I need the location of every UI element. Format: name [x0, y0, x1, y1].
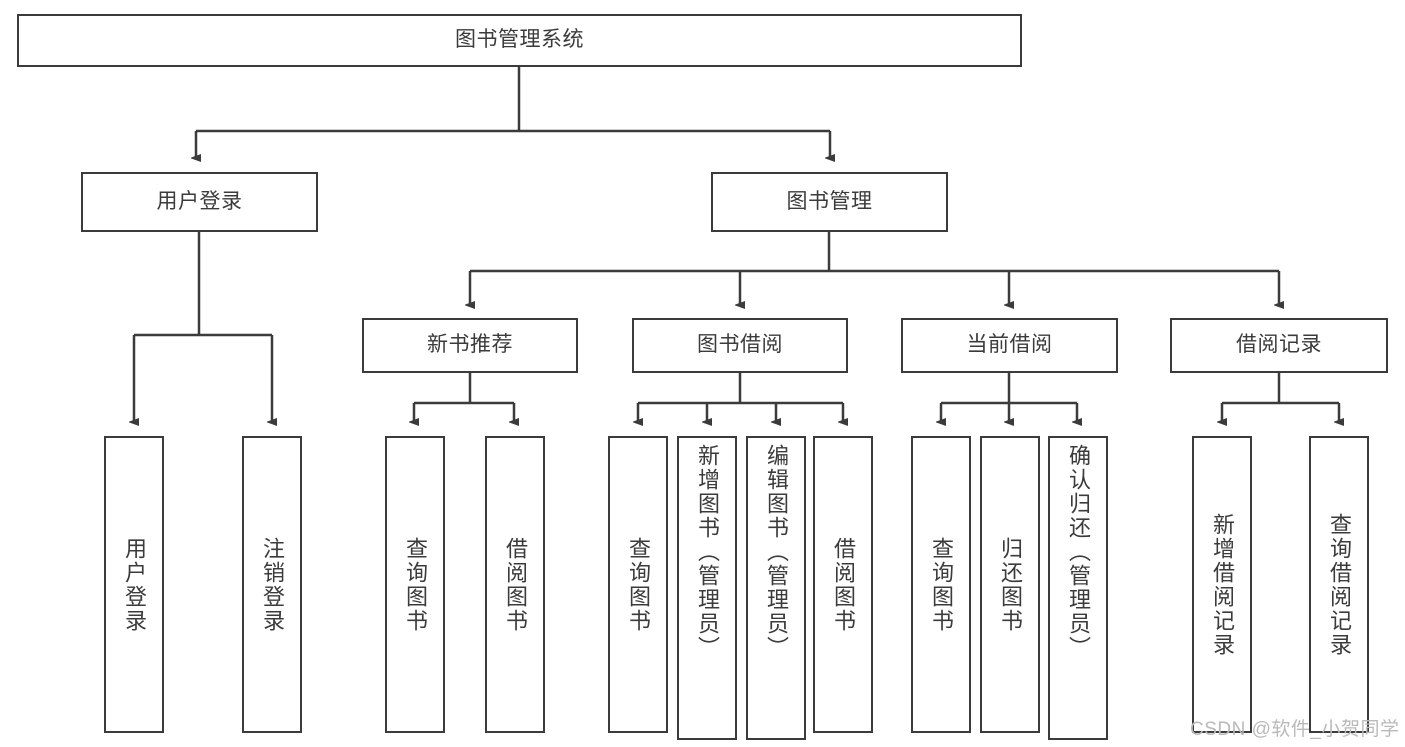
node-leaf-query-record[interactable]: 查询借阅记录: [1309, 436, 1369, 733]
node-leaf-query-book-3-label: 查询图书: [929, 536, 954, 633]
node-leaf-logout[interactable]: 注销登录: [242, 436, 302, 733]
node-book-borrow[interactable]: 图书借阅: [632, 318, 848, 373]
node-leaf-edit-book[interactable]: 编辑图书（管理员）: [746, 436, 806, 740]
node-leaf-add-book-label: 新增图书（管理员）: [695, 444, 720, 660]
node-book-management-label: 图书管理: [786, 189, 873, 213]
node-leaf-query-record-label: 查询借阅记录: [1327, 512, 1352, 657]
node-leaf-query-book-2-label: 查询图书: [626, 536, 651, 633]
node-new-book-recommend-label: 新书推荐: [427, 333, 513, 357]
node-leaf-borrow-book-1-label: 借阅图书: [503, 536, 528, 633]
node-user-login-label: 用户登录: [156, 189, 243, 213]
node-new-book-recommend[interactable]: 新书推荐: [362, 318, 578, 373]
node-leaf-confirm-return[interactable]: 确认归还（管理员）: [1048, 436, 1108, 740]
node-leaf-query-book-1-label: 查询图书: [403, 536, 428, 633]
node-leaf-return-book[interactable]: 归还图书: [980, 436, 1040, 733]
node-leaf-edit-book-label: 编辑图书（管理员）: [764, 444, 789, 660]
node-leaf-add-record[interactable]: 新增借阅记录: [1192, 436, 1252, 733]
node-borrow-record[interactable]: 借阅记录: [1170, 318, 1388, 373]
node-leaf-borrow-book-2[interactable]: 借阅图书: [813, 436, 873, 733]
node-leaf-user-login[interactable]: 用户登录: [104, 436, 164, 733]
node-current-borrow[interactable]: 当前借阅: [901, 318, 1118, 373]
node-leaf-add-book[interactable]: 新增图书（管理员）: [677, 436, 737, 740]
node-leaf-user-login-label: 用户登录: [122, 536, 147, 633]
node-user-login[interactable]: 用户登录: [81, 172, 318, 232]
node-book-borrow-label: 图书借阅: [697, 333, 783, 357]
node-leaf-borrow-book-2-label: 借阅图书: [831, 536, 856, 633]
node-root[interactable]: 图书管理系统: [17, 14, 1022, 67]
node-book-management[interactable]: 图书管理: [711, 172, 948, 232]
node-root-label: 图书管理系统: [455, 28, 584, 52]
node-leaf-query-book-3[interactable]: 查询图书: [911, 436, 971, 733]
node-leaf-query-book-2[interactable]: 查询图书: [608, 436, 668, 733]
node-current-borrow-label: 当前借阅: [966, 333, 1053, 357]
node-leaf-confirm-return-label: 确认归还（管理员）: [1066, 444, 1091, 660]
node-leaf-logout-label: 注销登录: [260, 536, 285, 633]
node-leaf-return-book-label: 归还图书: [998, 536, 1023, 633]
node-leaf-borrow-book-1[interactable]: 借阅图书: [485, 436, 545, 733]
node-leaf-add-record-label: 新增借阅记录: [1210, 512, 1235, 657]
node-borrow-record-label: 借阅记录: [1236, 333, 1322, 357]
node-leaf-query-book-1[interactable]: 查询图书: [385, 436, 445, 733]
csdn-watermark: CSDN @软件_小贺同学: [1190, 719, 1400, 740]
